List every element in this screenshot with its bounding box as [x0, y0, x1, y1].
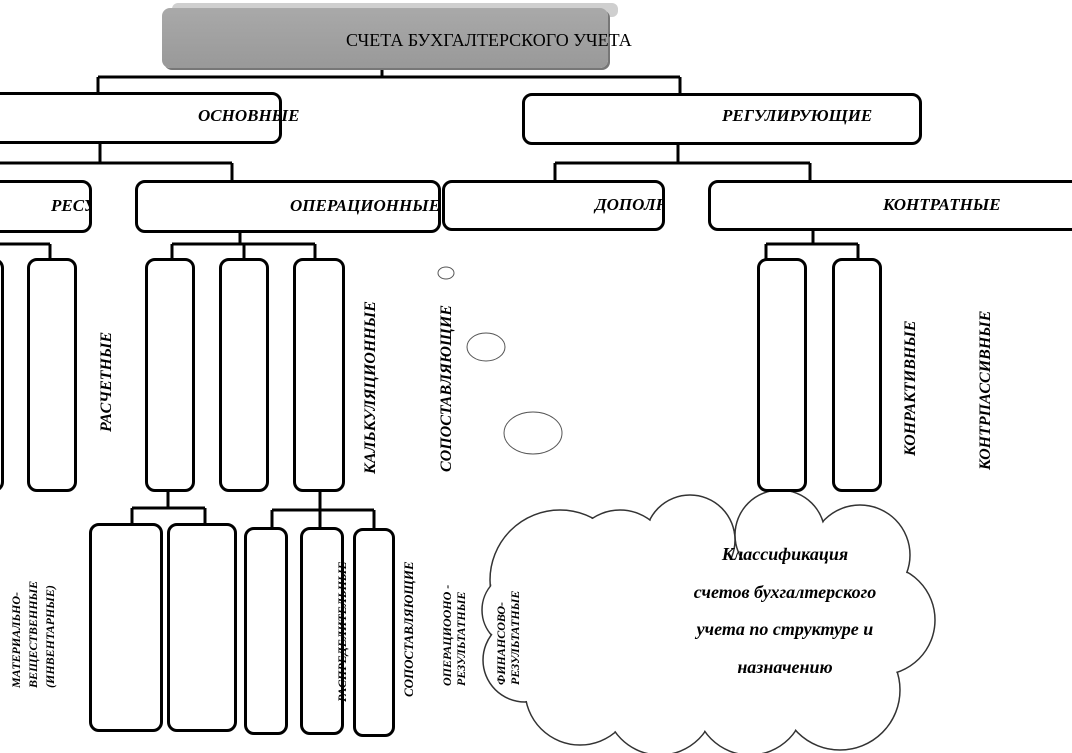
label-contra-active: КОНРАКТИВНЫЕ — [902, 320, 919, 456]
label-material-line: МАТЕРИАЛЬНО- — [9, 591, 23, 688]
caption-line: назначению — [737, 656, 833, 677]
diagram-title: СЧЕТА БУХГАЛТЕРСКОГО УЧЕТА — [346, 30, 632, 50]
label-line: ФИНАНСОВО- — [494, 602, 508, 685]
label-material-line: ВЕЩЕСТВЕННЫЕ — [26, 580, 40, 688]
label-line: РЕЗУЛЬТАТНЫЕ — [508, 590, 522, 685]
node-leaf — [89, 523, 163, 732]
label-matching: СОПОСТАВЛЯЮЩИЕ — [438, 304, 455, 472]
node-leaf — [27, 258, 77, 492]
node-leaf — [219, 258, 269, 492]
label-resource: РЕСУРСНЫЕ — [51, 196, 92, 215]
label-op-result: ОПЕРАЦИООНО - РЕЗУЛЬТАТНЫЕ — [440, 585, 468, 686]
node-leaf — [757, 258, 807, 492]
node-leaf — [300, 527, 344, 735]
node-leaf — [244, 527, 288, 735]
title-box — [162, 8, 608, 68]
label-contra: КОНТРАТНЫЕ — [883, 195, 1001, 214]
label-matching-2: СОПОСТАВЛЯЮЩИЕ — [401, 561, 416, 697]
node-supplementary: ДОПОЛНЯЮЩИЕ — [442, 180, 665, 231]
node-leaf — [0, 258, 4, 492]
node-leaf — [832, 258, 882, 492]
caption-line: счетов бухгалтерского — [693, 581, 877, 602]
label-fin-result: ФИНАНСОВО- РЕЗУЛЬТАТНЫЕ — [494, 591, 522, 685]
node-leaf — [293, 258, 345, 492]
label-settlement: РАСЧЕТНЫЕ — [98, 331, 115, 432]
label-supplementary: ДОПОЛНЯЮЩИЕ — [595, 195, 662, 214]
node-operational: ОПЕРАЦИОННЫЕ — [135, 180, 441, 233]
label-material: МАТЕРИАЛЬНО- ВЕЩЕСТВЕННЫЕ (ИНВЕНТАРНЫЕ) — [8, 581, 59, 688]
node-leaf — [167, 523, 237, 732]
label-contra-passive: КОНТРПАССИВНЫЕ — [977, 310, 994, 470]
label-costing: КАЛЬКУЛЯЦИОННЫЕ — [362, 301, 379, 474]
label-regulating: РЕГУЛИРУЮЩИЕ — [722, 106, 873, 125]
node-regulating — [522, 93, 922, 145]
cloud-shape — [481, 489, 936, 753]
node-main — [0, 92, 282, 144]
node-resource: РЕСУРСНЫЕ — [0, 180, 92, 233]
label-material-line: (ИНВЕНТАРНЫЕ) — [43, 585, 57, 688]
cloud-caption: Классификация счетов бухгалтерского учет… — [620, 536, 950, 686]
caption-line: Классификация — [721, 544, 849, 564]
caption-line: учета по структуре и — [696, 619, 874, 639]
label-operational: ОПЕРАЦИОННЫЕ — [290, 196, 441, 215]
node-leaf — [145, 258, 195, 492]
label-main: ОСНОВНЫЕ — [198, 106, 300, 125]
label-line: ОПЕРАЦИООНО - — [440, 584, 454, 686]
node-contra: КОНТРАТНЫЕ — [708, 180, 1072, 231]
label-line: РЕЗУЛЬТАТНЫЕ — [454, 591, 468, 686]
node-leaf — [353, 528, 395, 737]
small-ellipses — [437, 266, 563, 455]
label-distributive: РАСПРЕДЕЛИТЕЛЬНЫЕ — [335, 561, 349, 702]
